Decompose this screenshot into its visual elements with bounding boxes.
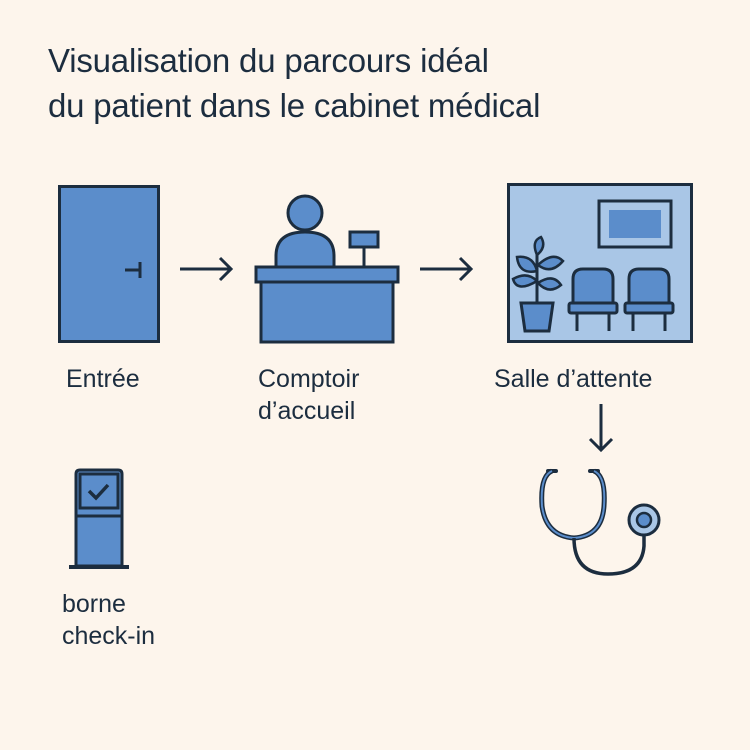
kiosk-label: borne check-in <box>62 590 156 650</box>
stethoscope-icon <box>538 466 668 578</box>
waiting-room-icon <box>507 183 693 343</box>
entrance-label: Entrée <box>66 365 140 393</box>
check-in-kiosk-icon <box>68 468 130 570</box>
reception-desk-icon <box>254 192 400 344</box>
door-icon <box>58 185 160 343</box>
waiting-room-label: Salle d’attente <box>494 365 653 393</box>
arrow-right-icon <box>180 256 234 282</box>
title-line-1: Visualisation du parcours idéal <box>48 42 489 79</box>
reception-desk-label: Comptoir d’accueil <box>258 365 360 425</box>
arrow-right-icon <box>420 256 474 282</box>
title-line-2: du patient dans le cabinet médical <box>48 87 541 124</box>
page-title: Visualisation du parcours idéal du patie… <box>48 38 708 128</box>
arrow-down-icon <box>588 404 614 454</box>
